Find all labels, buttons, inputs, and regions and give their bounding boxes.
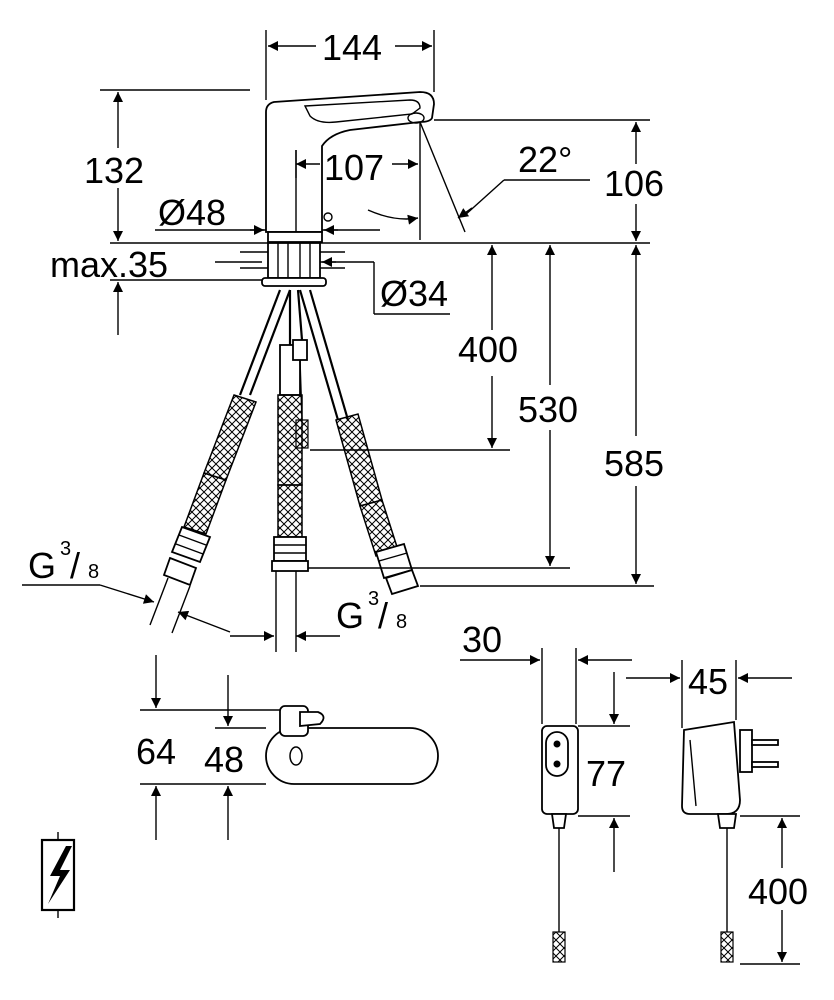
dim-d34: Ø34 — [320, 257, 450, 315]
dim-400-cable-label: 400 — [748, 871, 808, 912]
dim-106: 106 — [434, 119, 664, 241]
top-view: 64 48 — [136, 655, 439, 840]
thread-left-g: G — [28, 545, 56, 586]
thread-right-den: 8 — [396, 611, 407, 633]
mounting-assembly — [110, 242, 650, 287]
dim-530-label: 530 — [518, 389, 578, 430]
dim-400-hose-label: 400 — [458, 329, 518, 370]
dim-132: 132 — [84, 89, 250, 241]
dim-400-hose: 400 — [310, 245, 518, 451]
dim-106-label: 106 — [604, 163, 664, 204]
dim-585: 585 — [420, 245, 664, 587]
sensor-cable — [292, 289, 309, 449]
hose-right — [298, 289, 420, 596]
dim-77-label: 77 — [586, 753, 626, 794]
dim-132-label: 132 — [84, 150, 144, 191]
dim-d48-label: Ø48 — [158, 192, 226, 233]
dim-107: 107 — [295, 122, 421, 240]
power-adapter: 45 400 — [626, 660, 808, 965]
thread-right: G 3 / 8 — [177, 588, 407, 641]
thread-left: G 3 / 8 — [22, 538, 155, 604]
dim-30-label: 30 — [462, 619, 502, 660]
dim-48-top-label: 48 — [204, 739, 244, 780]
thread-left-den: 8 — [88, 561, 99, 583]
dim-d48: Ø48 — [155, 192, 380, 235]
dim-max35: max.35 — [50, 244, 262, 335]
dim-585-label: 585 — [604, 443, 664, 484]
thread-right-g: G — [336, 595, 364, 636]
dim-144: 144 — [265, 27, 435, 100]
dim-angle-22: 22° — [367, 121, 590, 233]
thread-right-slash: / — [378, 595, 388, 636]
dim-64-label: 64 — [136, 731, 176, 772]
dim-144-label: 144 — [322, 27, 382, 68]
hose-center — [271, 290, 309, 652]
dim-107-label: 107 — [324, 147, 384, 188]
socket-module: 30 77 — [460, 619, 632, 963]
hose-left — [149, 289, 292, 634]
thread-left-num: 3 — [60, 538, 71, 560]
dim-angle-label: 22° — [518, 139, 572, 180]
thread-right-num: 3 — [368, 588, 379, 610]
dim-d34-label: Ø34 — [380, 273, 448, 314]
dim-max35-label: max.35 — [50, 244, 168, 285]
dim-530: 530 — [308, 245, 578, 569]
faucet-body — [265, 91, 435, 243]
dim-45-label: 45 — [688, 661, 728, 702]
thread-left-slash: / — [70, 545, 80, 586]
lightning-bolt-icon — [40, 832, 76, 918]
